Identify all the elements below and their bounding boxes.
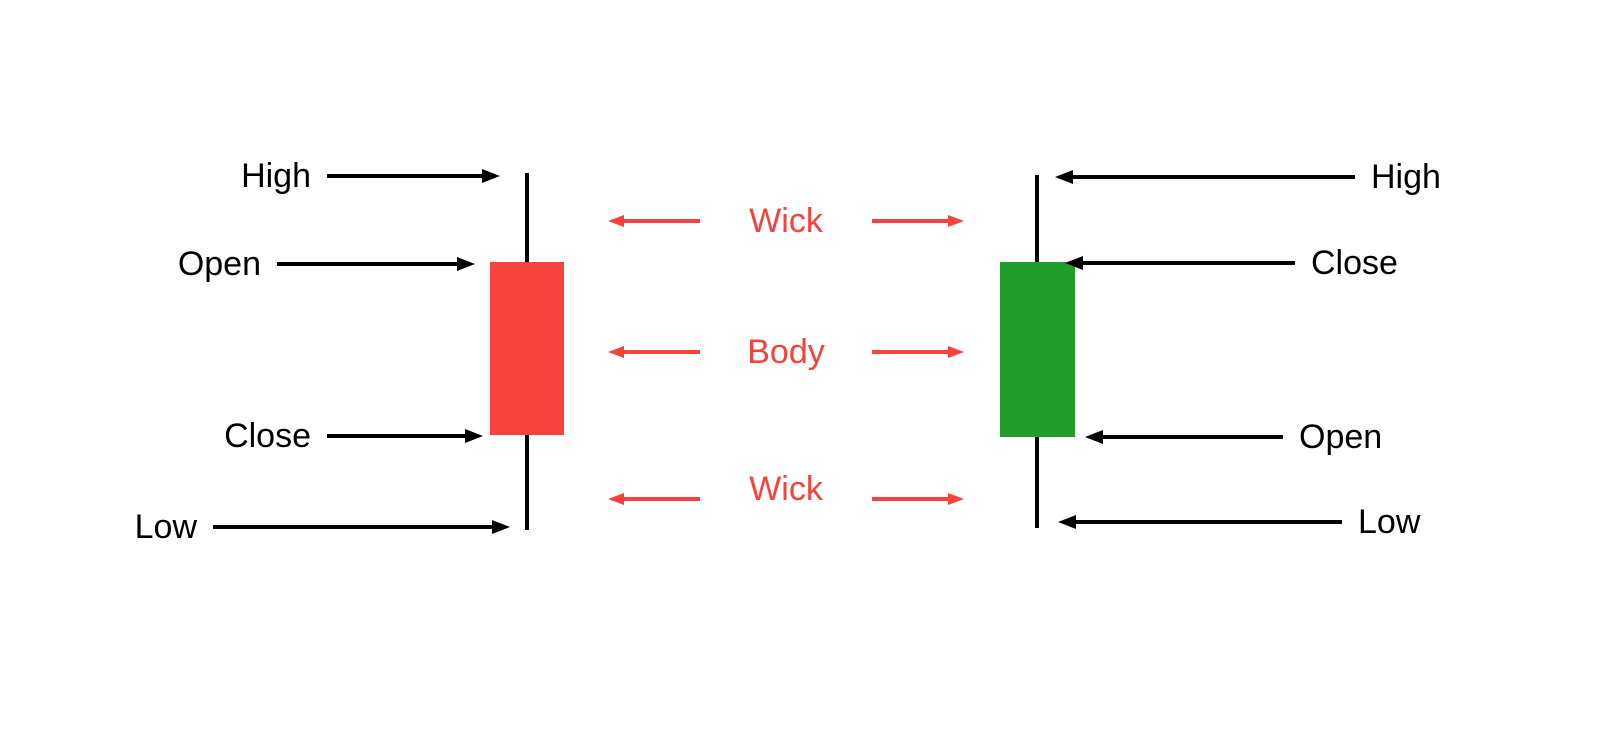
callout-left-low: Low [135,505,510,549]
arrow-right-icon [327,166,500,186]
annotation-label-lower-wick: Wick [749,470,823,508]
bullish-candle-body [1000,262,1075,437]
red-arrow-left-icon [608,342,700,362]
annotation-label-body: Body [747,333,825,371]
callout-label-open: Open [1299,418,1383,456]
arrow-right-icon [277,254,475,274]
red-arrow-right-icon [872,489,964,509]
callout-label-close: Close [1311,244,1398,282]
callout-left-open: Open [178,242,475,286]
annotation-row-lower-wick: Wick [608,472,964,521]
callout-label-close: Close [224,417,311,455]
arrow-right-icon [213,517,510,537]
callout-label-low: Low [134,508,197,546]
red-arrow-left-icon [608,211,700,231]
callout-label-open: Open [177,245,261,283]
callout-right-low: Low [1058,500,1420,544]
arrow-left-icon [1085,427,1283,447]
callout-label-high: High [241,157,311,195]
arrow-right-icon [327,426,483,446]
annotation-label-upper-wick: Wick [749,202,823,240]
annotation-row-upper-wick: Wick [608,199,964,243]
arrow-left-icon [1065,253,1295,273]
red-arrow-right-icon [872,211,964,231]
callout-right-close: Close [1065,241,1398,285]
arrow-left-icon [1055,167,1355,187]
callout-left-high: High [241,154,500,198]
callout-left-close: Close [224,414,483,458]
callout-right-high: High [1055,155,1441,199]
bearish-candle-body [490,262,564,435]
callout-label-high: High [1371,158,1441,196]
red-arrow-left-icon [608,489,700,509]
callout-label-low: Low [1358,503,1421,541]
callout-right-open: Open [1085,415,1382,459]
red-arrow-right-icon [872,342,964,362]
annotation-row-body: Body [608,330,964,374]
arrow-left-icon [1058,512,1342,532]
